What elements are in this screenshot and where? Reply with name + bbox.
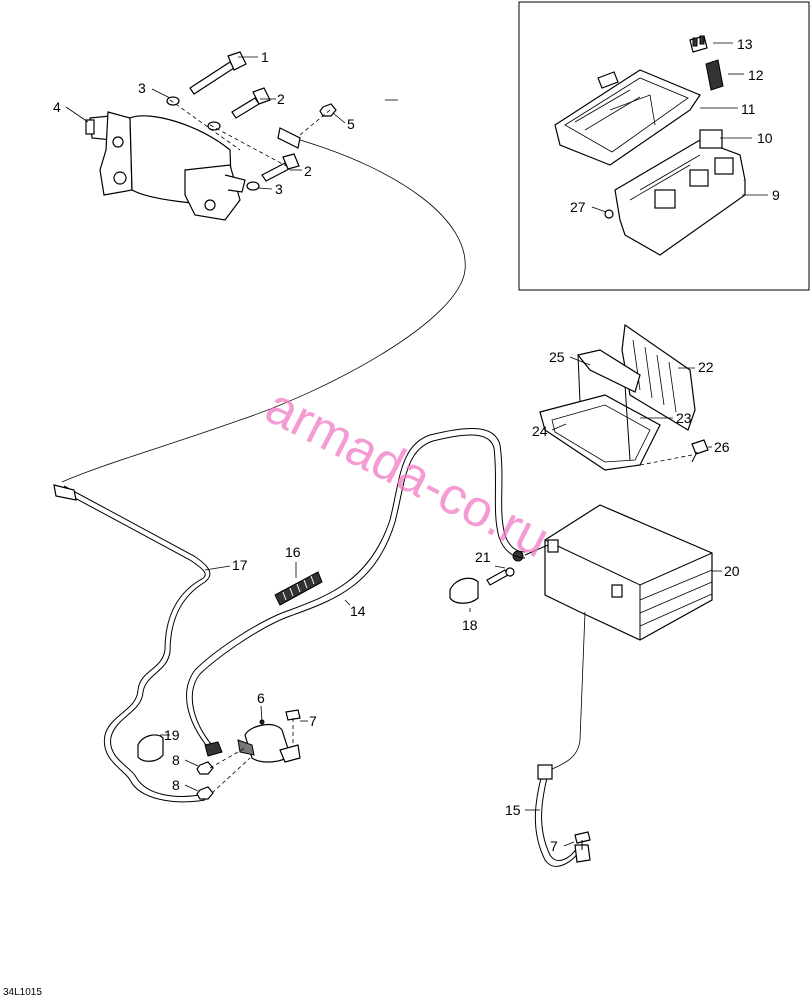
callout-11: 11	[741, 101, 756, 117]
fuse-box-cover-11	[554, 69, 701, 166]
callout-22: 22	[698, 359, 714, 375]
callout-3-lower: 3	[275, 181, 283, 197]
callout-14: 14	[350, 603, 366, 619]
callout-24: 24	[532, 423, 548, 439]
callout-27: 27	[570, 199, 586, 215]
nut-8-upper	[196, 761, 214, 775]
callout-4: 4	[53, 99, 61, 115]
fuse-box-screw-27	[604, 209, 614, 219]
callout-19: 19	[164, 727, 180, 743]
washer-3-upper	[166, 96, 180, 106]
spring-16	[274, 571, 323, 606]
fuse-box-9	[614, 129, 746, 256]
callout-18: 18	[462, 617, 478, 633]
relay-12	[705, 59, 724, 91]
cable-17	[59, 489, 206, 803]
battery-20	[544, 504, 713, 641]
cable-15	[534, 764, 591, 867]
callout-20: 20	[724, 563, 740, 579]
battery-cover-22	[621, 323, 696, 431]
callout-7-lower: 7	[550, 838, 558, 854]
bolt-21	[486, 550, 524, 586]
callout-10: 10	[757, 130, 773, 146]
callout-9: 9	[772, 187, 780, 203]
fuse-13	[689, 35, 708, 53]
starter-motor	[85, 111, 246, 221]
bolt-2-upper	[231, 87, 271, 119]
callout-26: 26	[714, 439, 730, 455]
bolt-1	[189, 51, 247, 95]
callout-6: 6	[257, 690, 265, 706]
bolt-7-upper	[285, 709, 301, 745]
nut-8-lower	[196, 786, 214, 800]
callout-17: 17	[232, 557, 248, 573]
cable-14	[186, 427, 526, 751]
callout-23: 23	[676, 410, 692, 426]
callout-15: 15	[505, 802, 521, 818]
washer-upper-b	[207, 121, 221, 131]
callout-16: 16	[285, 544, 301, 560]
battery-holder-25	[576, 349, 641, 393]
callout-25: 25	[549, 349, 565, 365]
callout-7-upper: 7	[309, 713, 317, 729]
bolt-2-lower	[261, 153, 300, 182]
callout-1: 1	[261, 49, 269, 65]
watermark: armada-co.ru	[257, 377, 559, 569]
callout-12: 12	[748, 67, 764, 83]
callout-5: 5	[347, 116, 355, 132]
callout-21: 21	[475, 549, 491, 565]
callout-13: 13	[737, 36, 753, 52]
callout-2-lower: 2	[304, 163, 312, 179]
callout-2-upper: 2	[277, 91, 285, 107]
nut-5	[319, 103, 337, 117]
callout-3-upper: 3	[138, 80, 146, 96]
terminal-cover-19	[137, 734, 164, 762]
terminal-bracket	[277, 127, 301, 149]
bolt-7-lower	[574, 831, 591, 850]
washer-3-lower	[246, 181, 260, 191]
starter-solenoid-6	[237, 719, 301, 763]
terminal-cover-18	[449, 577, 479, 604]
drawing-code: 34L1015	[3, 987, 42, 998]
callout-8-lower: 8	[172, 777, 180, 793]
callout-8-upper: 8	[172, 752, 180, 768]
inset-frame	[518, 1, 810, 291]
screw-26	[691, 439, 709, 463]
